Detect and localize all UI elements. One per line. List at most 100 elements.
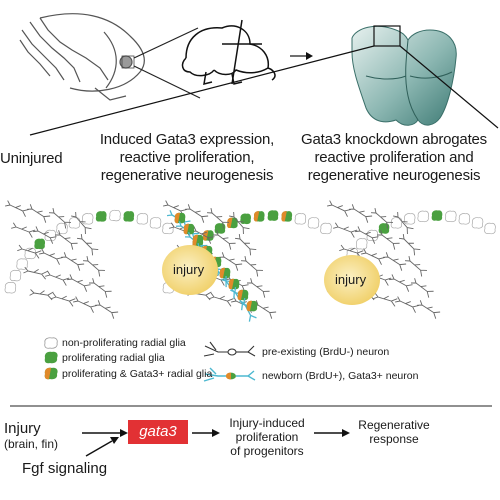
flow-proliferation: Injury-induced proliferation of progenit… [220,416,314,458]
legend-preexisting-neuron: pre-existing (BrdU-) neuron [262,346,390,358]
preexisting-neuron [382,252,407,271]
preexisting-neuron [395,296,420,313]
radial-glia [417,210,429,223]
preexisting-neuron [94,300,119,319]
zebrafish-drawing [19,13,145,101]
panel-uninjured [4,200,174,319]
preexisting-neuron [212,230,236,250]
flow-prolif-line3: of progenitors [230,444,304,458]
preexisting-neuron [5,200,30,217]
preexisting-neuron [209,292,234,307]
zoom-line-left [29,45,375,136]
flow-fgf: Fgf signaling [22,460,108,477]
proliferating-radial-glia [34,238,46,250]
radial-glia [458,213,471,225]
radial-glia [56,222,68,235]
preexisting-neuron [17,244,42,259]
radial-glia [484,222,496,235]
heading-induced-line1: Induced Gata3 expression, [99,131,275,148]
legend-non-proliferating: non-proliferating radial glia [62,337,186,349]
proliferating-radial-glia [123,211,135,222]
preexisting-neuron [54,230,78,250]
flow-arrows [82,429,350,457]
radial-glia [109,209,121,222]
preexisting-neuron [23,266,48,280]
preexisting-neuron [370,208,393,229]
flow-regen-line2: response [369,432,419,446]
heading-uninjured-text: Uninjured [0,150,63,167]
preexisting-neuron [388,274,413,292]
gata3-box: gata3 [128,420,188,444]
preexisting-neuron [11,222,36,238]
flow-injury-line1: Injury [4,420,41,437]
preexisting-neuron [190,226,215,244]
preexisting-neuron [229,211,250,234]
flow-injury: Injury (brain, fin) [4,420,84,451]
radial-glia [320,222,332,235]
radial-glia [162,222,174,235]
heading-induced-line3: regenerative neurogenesis [100,167,274,184]
proliferating-glia-icon [44,351,58,364]
preexisting-neuron [398,233,421,256]
radial-glia [445,210,457,223]
preexisting-neuron [393,211,414,234]
preexisting-neuron [218,252,243,271]
injury-region [324,255,380,305]
flow-injury-line2: (brain, fin) [4,437,59,451]
preexisting-neuron [206,208,229,229]
preexisting-neuron [361,248,386,265]
preexisting-neuron [73,296,98,313]
preexisting-neuron [51,292,76,307]
injury-region [162,245,218,295]
radial-glia [471,217,484,229]
preexisting-neuron [76,233,99,256]
proliferating-radial-glia [240,213,252,225]
preexisting-neuron [354,226,379,244]
heading-induced-line2: reactive proliferation, [119,149,255,166]
radial-glia [136,213,149,225]
preexisting-neuron [45,270,70,286]
legend-newborn-neuron: newborn (BrdU+), Gata3+ neuron [262,370,419,382]
radial-glia [68,217,81,229]
gata3-glia-icon [44,367,58,380]
proliferating-radial-glia [378,223,390,234]
preexisting-neuron [184,204,209,223]
preexisting-neuron [71,211,92,234]
preexisting-neuron [327,200,352,217]
heading-knockdown-line1: Gata3 knockdown abrogates [301,131,487,148]
heading-knockdown-line2: reactive proliferation and [314,149,474,166]
preexisting-neuron [88,278,112,298]
heading-uninjured: Uninjured [0,150,84,168]
preexisting-neuron [376,230,400,250]
proliferating-radial-glia [95,211,107,222]
heading-knockdown: Gata3 knockdown abrogates reactive proli… [288,131,500,185]
proliferating-radial-glia [267,210,279,221]
zoom-line-right [399,45,499,129]
preexisting-neuron [82,256,105,277]
preexisting-neuron-icon [203,341,256,357]
preexisting-neuron [66,274,91,292]
preexisting-neuron [348,204,373,223]
injury-label: injury [173,262,205,277]
preexisting-neuron [60,252,85,271]
flow-prolif-line1: Injury-induced [229,416,305,430]
proliferating-radial-glia [214,223,226,234]
heading-knockdown-line3: regenerative neurogenesis [307,167,481,184]
preexisting-neuron [333,222,358,238]
flow-regen-line1: Regenerative [358,418,430,432]
legend-proliferating-gata3: proliferating & Gata3+ radial glia [62,368,213,380]
preexisting-neuron [416,300,441,319]
radial-glia [390,217,403,229]
injury-label: injury [335,272,367,287]
flow-prolif-line2: proliferation [235,430,299,444]
radial-glia [355,238,368,250]
preexisting-neuron [252,300,277,319]
radial-glia [16,258,28,270]
preexisting-neuron [26,204,51,223]
radial-glia [403,213,416,225]
newborn-neuron-icon [203,367,256,382]
heading-induced: Induced Gata3 expression, reactive proli… [82,131,292,185]
radial-glia [4,282,17,294]
legend-proliferating: proliferating radial glia [62,352,165,364]
